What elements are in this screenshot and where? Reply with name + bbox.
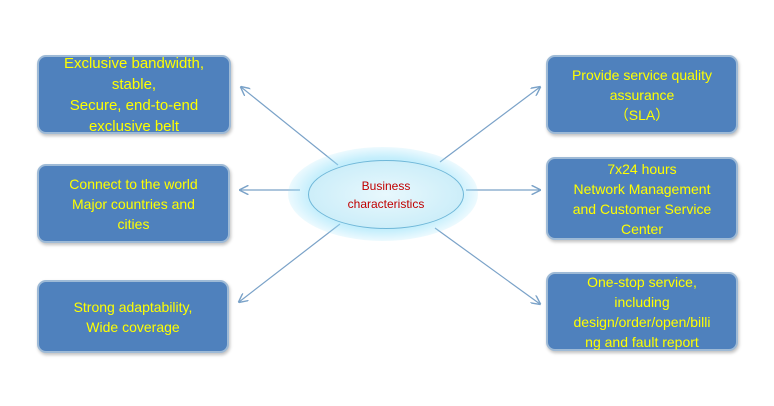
center-node-business-characteristics: Business characteristics — [308, 160, 464, 229]
node-label: Provide service quality assurance （SLA） — [571, 66, 713, 123]
connector-left-3 — [239, 223, 341, 302]
node-label: Exclusive bandwidth, stable, Secure, end… — [63, 54, 205, 135]
node-label: One-stop service, including design/order… — [573, 273, 711, 350]
connector-right-3 — [434, 227, 540, 304]
node-network-management: 7x24 hours Network Management and Custom… — [546, 157, 738, 240]
connector-right-1 — [439, 87, 540, 163]
node-one-stop-service: One-stop service, including design/order… — [546, 272, 738, 351]
node-label: Connect to the world Major countries and… — [69, 175, 198, 232]
center-node-label: Business characteristics — [347, 178, 425, 211]
node-sla: Provide service quality assurance （SLA） — [546, 55, 738, 134]
node-exclusive-bandwidth: Exclusive bandwidth, stable, Secure, end… — [37, 54, 231, 135]
node-label: Strong adaptability, Wide coverage — [73, 298, 193, 335]
node-strong-adaptability: Strong adaptability, Wide coverage — [37, 280, 229, 353]
connector-left-1 — [241, 87, 339, 166]
node-label: 7x24 hours Network Management and Custom… — [572, 160, 712, 237]
node-connect-world: Connect to the world Major countries and… — [37, 164, 230, 243]
